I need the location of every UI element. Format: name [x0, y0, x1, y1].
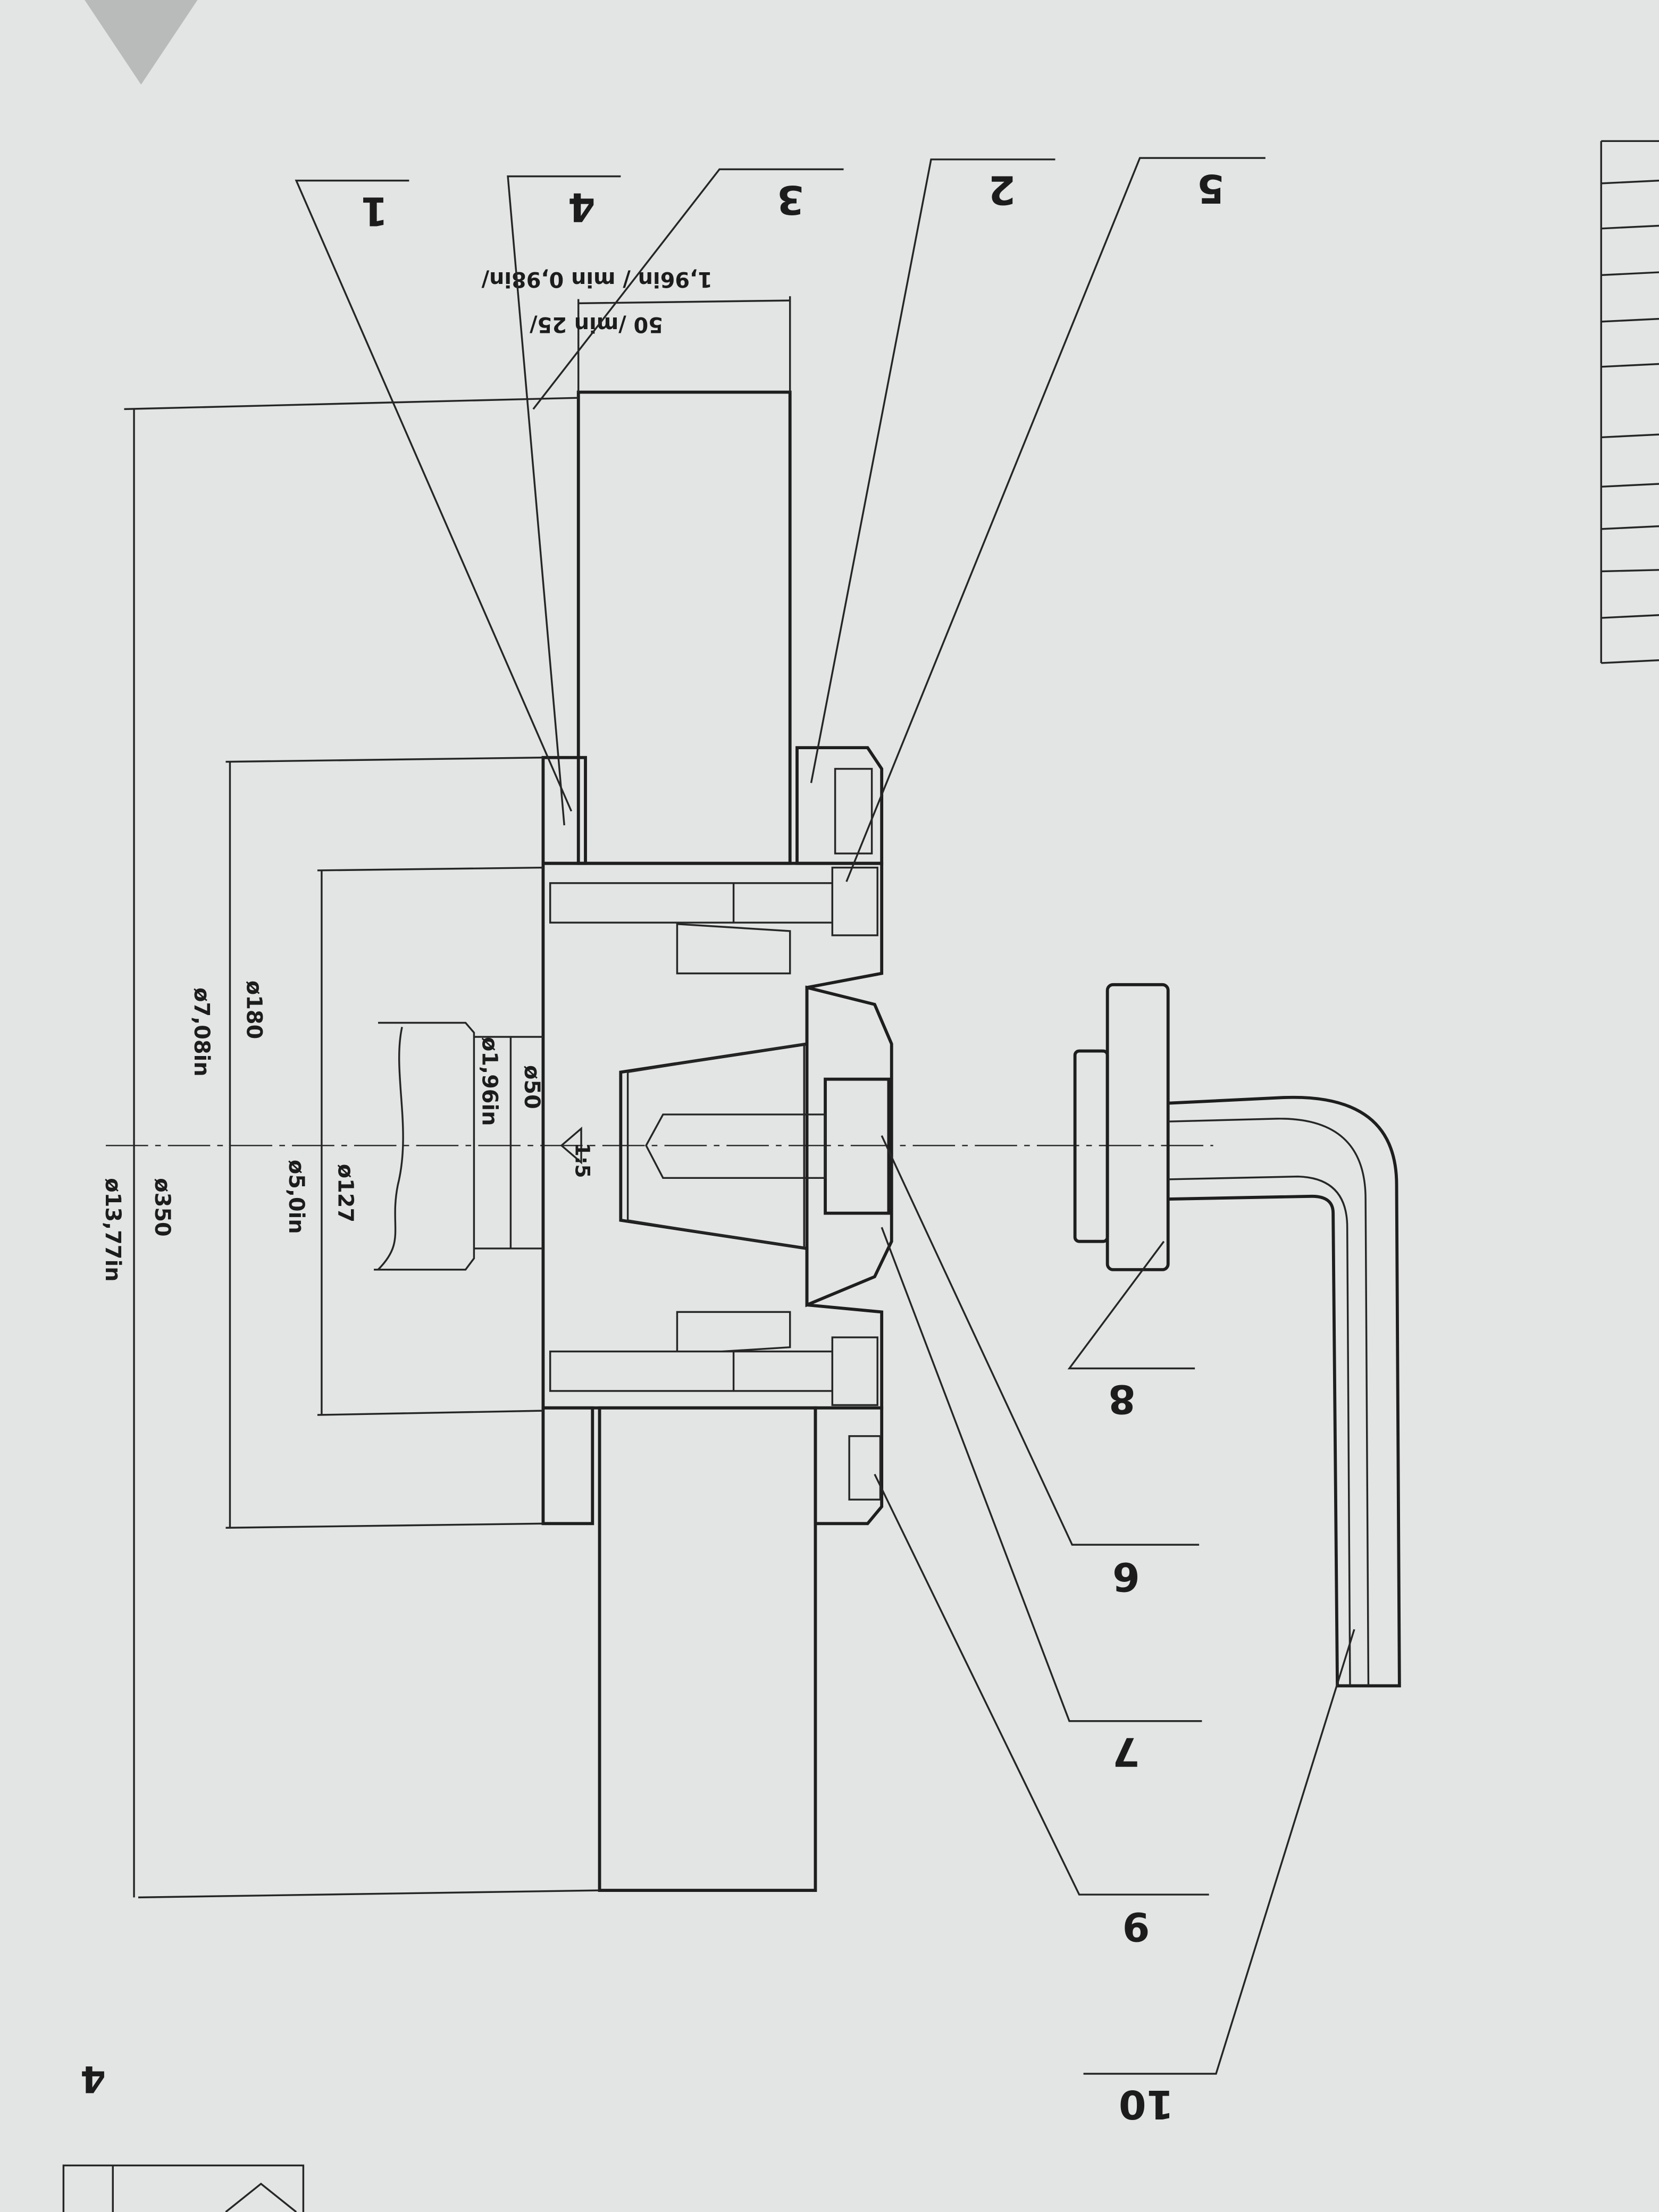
hub-taper-bore — [626, 1043, 805, 1250]
dim-127: ø127 — [333, 1164, 358, 1222]
leader-lines — [295, 157, 1355, 2075]
form-fragment-right — [1600, 140, 1659, 664]
corner-smudge — [85, 0, 198, 85]
part-8-balancing-disk — [1105, 983, 1170, 1271]
part-10-wrench — [1168, 1095, 1401, 1688]
scale-label: 1:5 — [571, 1143, 593, 1178]
taper-symbol — [560, 1126, 582, 1164]
screw-pocket-lower — [848, 1435, 882, 1501]
part-label-1: 1 — [361, 188, 388, 234]
dim-180: ø180 — [241, 981, 266, 1039]
center-screw-shank — [645, 1113, 826, 1179]
form-fragment-bottom-left — [62, 2164, 305, 2212]
width-dimension-mm: 50 /min 25/ — [530, 312, 663, 337]
dim-127-in: ø5,0in — [284, 1160, 308, 1234]
hub-body — [541, 861, 884, 1410]
part-label-8: 8 — [1108, 1376, 1136, 1422]
grinding-wheel-upper-section — [576, 390, 792, 865]
part-label-4: 4 — [568, 183, 596, 230]
dim-350-in: ø13,77in — [100, 1178, 125, 1281]
bolt-lower — [549, 1336, 878, 1406]
part-label-3: 3 — [777, 177, 805, 223]
dim-180-in: ø7,08in — [189, 987, 214, 1076]
dim-50-in: ø1,96in — [477, 1037, 501, 1126]
part-label-10: 10 — [1119, 2081, 1174, 2127]
part-8-hub — [1073, 1049, 1109, 1243]
clamp-nut — [805, 985, 893, 1308]
hub-recess-upper — [676, 923, 791, 975]
dimension-lines — [124, 296, 791, 1899]
part-label-9: 9 — [1122, 1904, 1150, 1950]
part-label-5: 5 — [1197, 165, 1225, 212]
dim-50: ø50 — [520, 1065, 544, 1109]
hub-recess-lower — [676, 1311, 791, 1355]
part-label-2: 2 — [988, 167, 1016, 213]
spindle-shaft — [374, 1021, 475, 1271]
screw-pocket-upper — [834, 768, 873, 854]
flange-part-4-lower — [541, 1406, 594, 1526]
part-label-7: 7 — [1112, 1729, 1140, 1775]
width-dimension-in: 1,96in / min 0,98in/ — [481, 267, 713, 291]
page-number: 4 — [80, 2058, 106, 2100]
grinding-wheel-lower-section — [598, 1406, 817, 1892]
flange-part-2-upper — [795, 746, 884, 865]
bolt-upper — [549, 866, 878, 936]
part-label-6: 6 — [1112, 1554, 1140, 1600]
dim-350: ø350 — [150, 1178, 174, 1236]
